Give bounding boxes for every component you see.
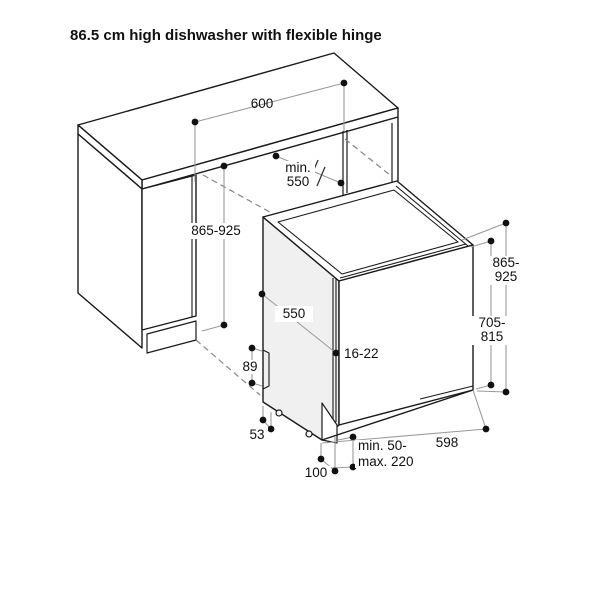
dim-label-plinth-recess-line2: max. 220 <box>358 454 414 469</box>
dim-label-total-height-line1: 865- <box>492 255 519 270</box>
dim-niche-height <box>201 162 228 332</box>
dim-label-appliance-width: 598 <box>436 435 459 450</box>
dim-niche-width <box>191 79 348 182</box>
base-recess-notch <box>321 402 338 444</box>
end-section-dashed-line <box>344 138 391 176</box>
dim-label-total-height-line2: 925 <box>495 269 518 284</box>
dishwasher-top-rim <box>277 189 459 275</box>
rear-wheel <box>275 409 283 417</box>
dishwasher-unit <box>262 180 474 444</box>
counter-unit <box>77 52 399 354</box>
door-bottom-line <box>419 385 474 400</box>
diagram-title: 86.5 cm high dishwasher with flexible hi… <box>70 27 382 44</box>
dim-front-foot-offset <box>317 437 339 475</box>
dim-plinth-recess <box>331 433 357 471</box>
dim-total-height <box>461 219 510 396</box>
dim-label-rear-offset: 53 <box>249 427 264 442</box>
dim-appliance-depth <box>258 290 340 357</box>
dim-label-niche-height: 865-925 <box>191 223 241 238</box>
base-bottom-edge <box>321 389 474 441</box>
dim-label-door-thickness: 16-22 <box>344 346 379 361</box>
dimension-labels: 600 min. 550 865-925 550 16-22 865- 925 … <box>183 96 526 480</box>
dim-label-front-foot-offset: 100 <box>305 465 328 480</box>
cabinet-side-panel <box>77 133 143 349</box>
dim-rear-offset <box>259 406 275 433</box>
rear-foot-step <box>262 349 270 390</box>
floor-dashed-line <box>195 339 261 396</box>
dim-label-niche-depth-line2: 550 <box>287 174 310 189</box>
dim-label-niche-width: 600 <box>251 96 274 111</box>
dim-label-appliance-depth: 550 <box>283 306 306 321</box>
cabinet-front-panel <box>141 174 197 331</box>
dim-label-niche-depth-line1: min. <box>285 160 311 175</box>
dishwasher-rim-detail-lines <box>339 185 469 279</box>
front-wheel <box>305 430 313 438</box>
dimension-lines <box>191 79 510 475</box>
dim-appliance-width <box>321 389 490 444</box>
dim-label-door-height-line1: 705- <box>478 315 505 330</box>
dim-rear-foot-height <box>248 344 263 387</box>
dim-label-rear-foot-height: 89 <box>242 359 257 374</box>
dim-label-plinth-recess-line1: min. 50- <box>358 438 407 453</box>
dim-label-door-height-line2: 815 <box>481 329 504 344</box>
